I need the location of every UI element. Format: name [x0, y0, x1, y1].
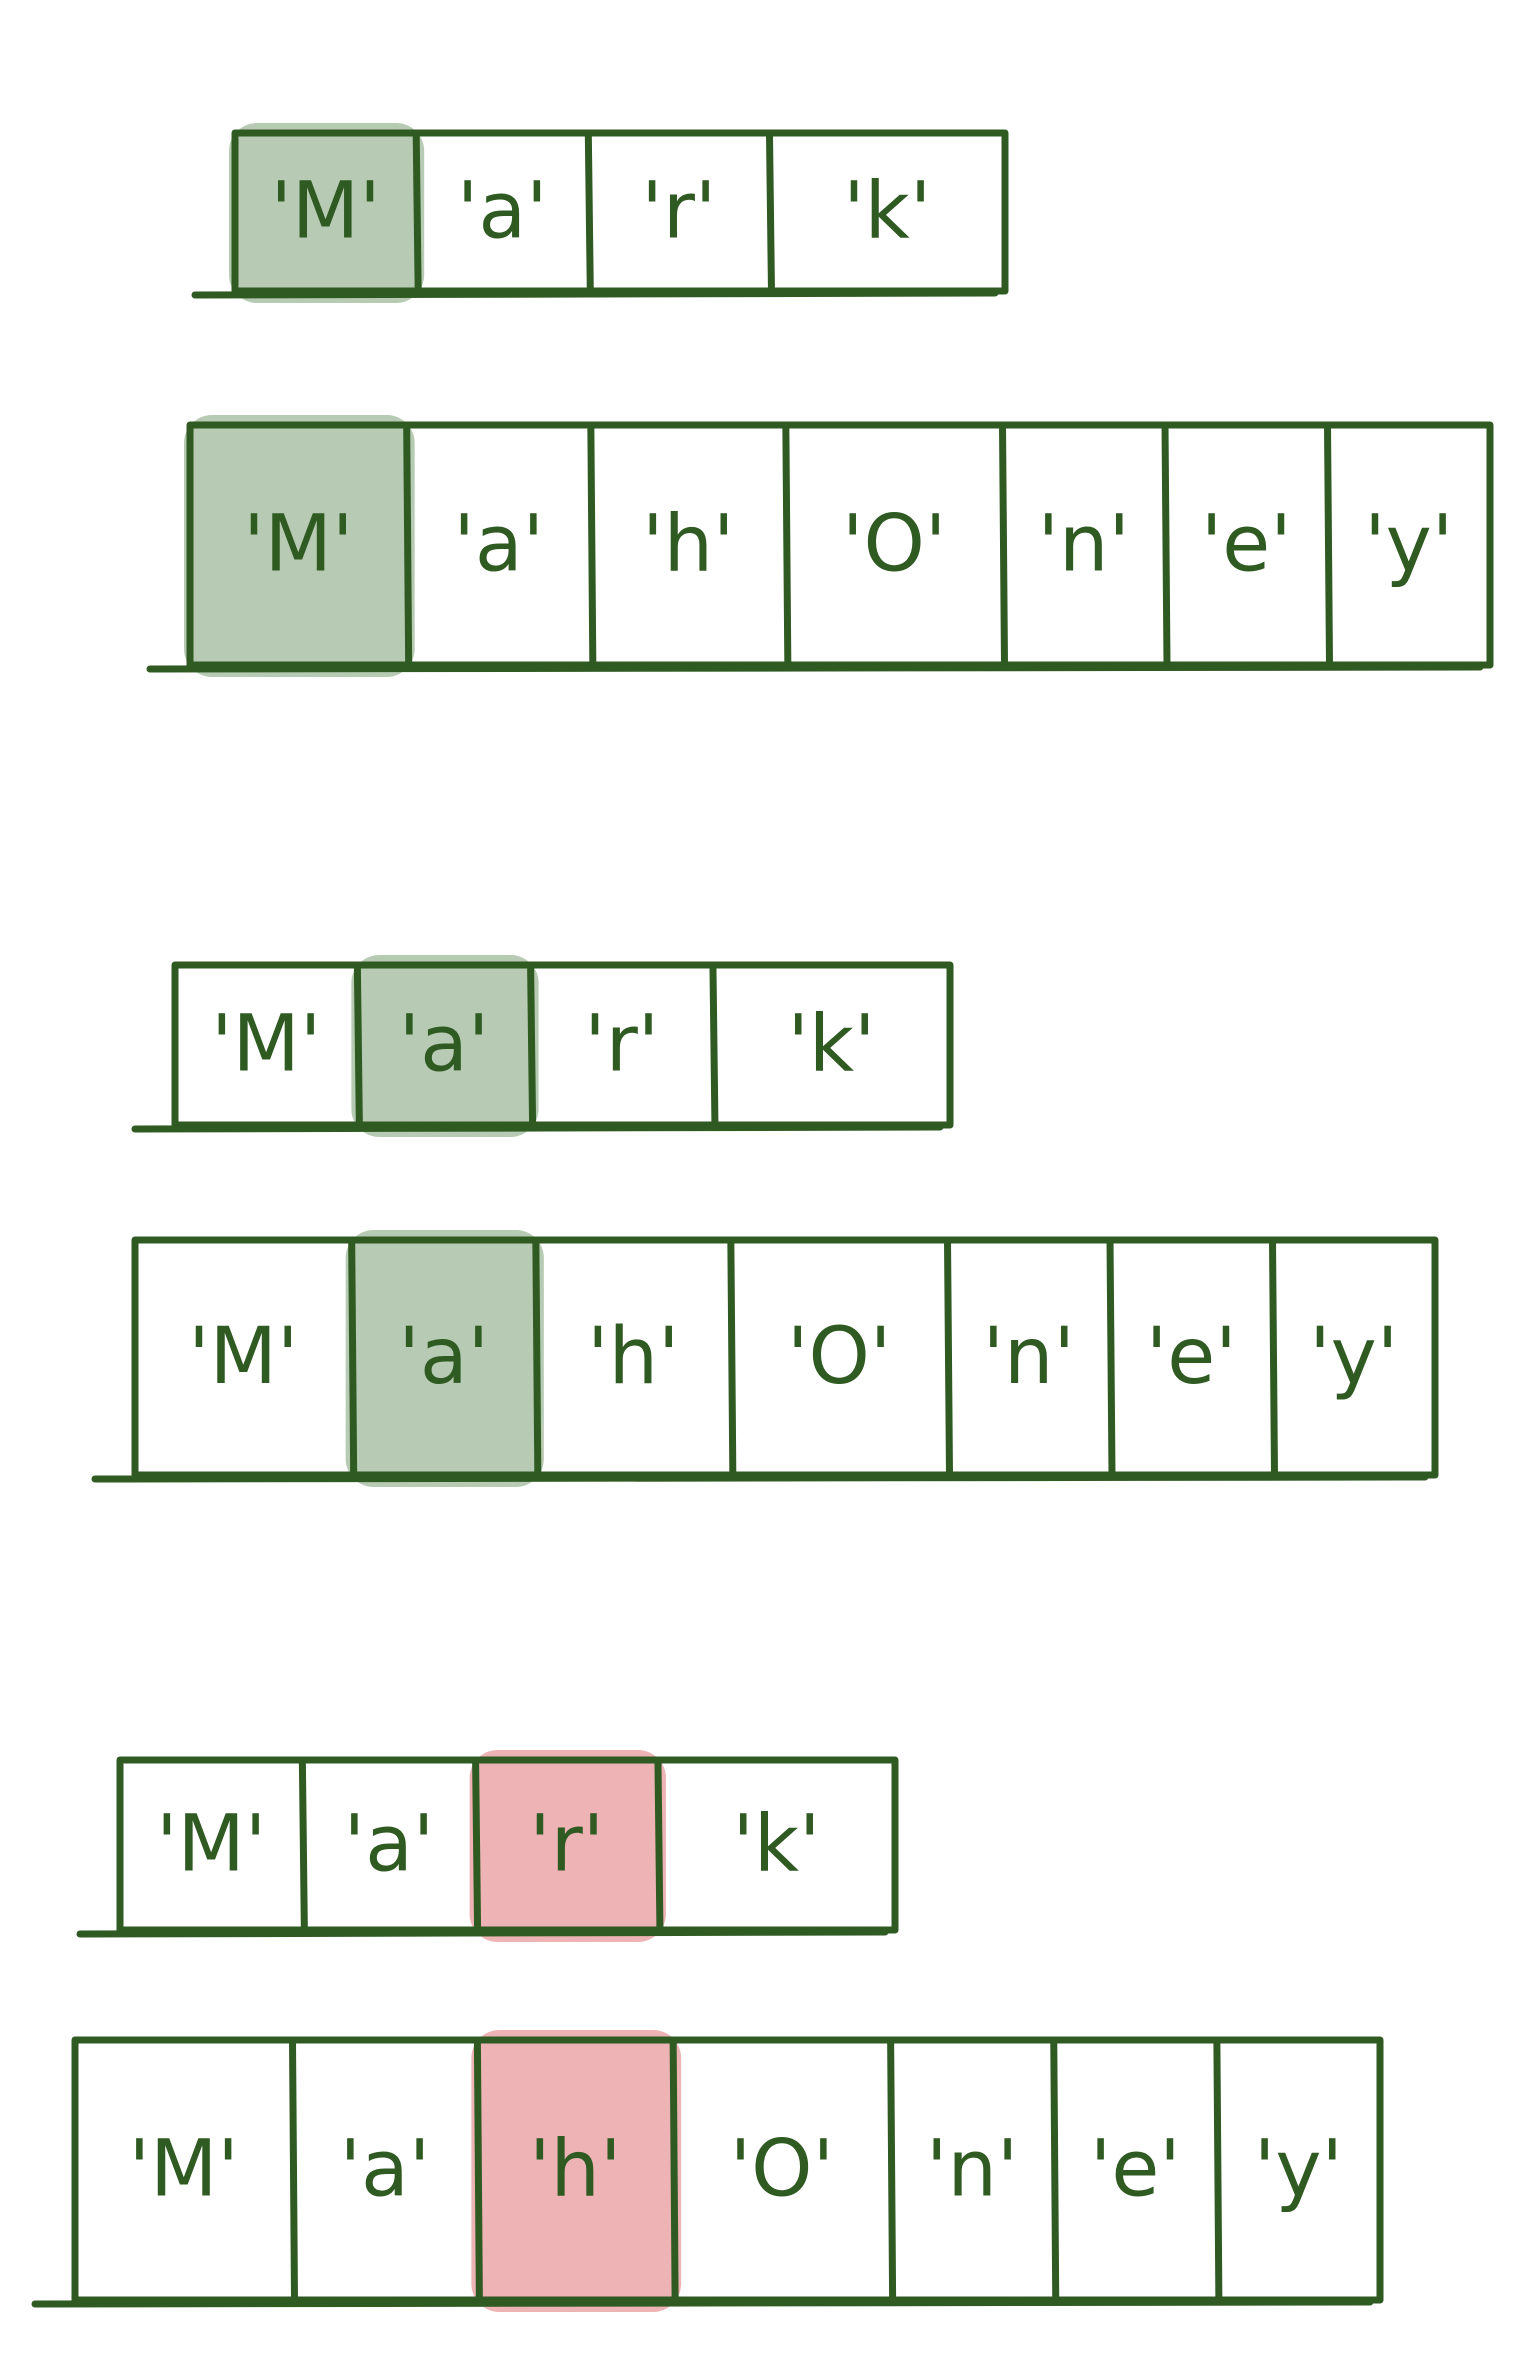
match-highlight: [229, 123, 425, 303]
cell-char: 'M': [243, 499, 353, 589]
mismatch-highlight: [469, 1750, 666, 1942]
char-array-mahoney: 'M' 'a' 'h' 'O' 'n' 'e' 'y': [31, 2030, 1384, 2312]
cell-char: 'M': [188, 1312, 298, 1402]
char-array-mark: 'M' 'a' 'r' 'k': [191, 123, 1009, 303]
cell-char: 'k': [843, 166, 931, 256]
cell-char: 'M': [156, 1799, 266, 1889]
cell-char: 'a': [457, 166, 548, 256]
array-baseline: [76, 1928, 889, 1938]
cell-divider: [1324, 421, 1333, 669]
cell-divider: [527, 961, 537, 1129]
cell-char: 'k': [732, 1799, 820, 1889]
cell-divider: [532, 1236, 542, 1479]
cell-char: 'h': [642, 499, 734, 589]
cell-divider: [727, 1236, 737, 1479]
cell-divider: [654, 1756, 664, 1934]
array-baseline: [91, 1473, 1429, 1483]
cell-divider: [887, 2036, 897, 2304]
cell-char: 'O': [787, 1312, 891, 1402]
cell-divider: [709, 961, 719, 1129]
cell-char: 'r': [529, 1799, 604, 1889]
cell-char: 'y': [1309, 1312, 1398, 1402]
cell-divider: [1213, 2036, 1223, 2304]
cell-char: 'y': [1364, 499, 1453, 589]
cell-char: 'a': [398, 1312, 489, 1402]
match-highlight: [345, 1230, 544, 1487]
cell-divider: [765, 129, 775, 295]
array-outline: [71, 2036, 1384, 2304]
comparison-step: 'M' 'a' 'r' 'k' 'M' 'a' 'h' 'O' 'n' 'e' 'y': [31, 1750, 1384, 2312]
arrays-group: 'M''a''r''k''M''a''h''O''n''e''y''M''a''…: [31, 123, 1494, 2312]
cell-divider: [944, 1236, 953, 1479]
cell-divider: [1161, 421, 1171, 669]
cell-char: 'n': [926, 2124, 1018, 2214]
cell-char: 'a': [344, 1799, 435, 1889]
char-array-mahoney: 'M' 'a' 'h' 'O' 'n' 'e' 'y': [91, 1230, 1439, 1487]
cell-char: 'e': [1146, 1312, 1237, 1402]
cell-char: 'y': [1254, 2124, 1343, 2214]
match-highlight: [351, 955, 539, 1137]
cell-divider: [289, 2036, 298, 2304]
cell-char: 'a': [340, 2124, 431, 2214]
cell-char: 'a': [453, 499, 544, 589]
array-outline: [131, 1236, 1439, 1479]
cell-divider: [584, 129, 594, 295]
cell-divider: [298, 1756, 308, 1934]
cell-char: 'M': [211, 999, 321, 1089]
cell-divider: [1269, 1236, 1278, 1479]
char-array-mahoney: 'M' 'a' 'h' 'O' 'n' 'e' 'y': [146, 415, 1494, 677]
mismatch-highlight: [471, 2030, 682, 2312]
cell-char: 'e': [1201, 499, 1292, 589]
cell-divider: [412, 129, 422, 295]
cell-char: 'O': [842, 499, 946, 589]
match-highlight: [184, 415, 415, 677]
cell-char: 'h': [587, 1312, 679, 1402]
cell-divider: [353, 961, 363, 1129]
array-baseline: [191, 289, 999, 299]
cell-divider: [1050, 2036, 1060, 2304]
cell-divider: [348, 1236, 358, 1479]
cell-divider: [403, 421, 413, 669]
cell-divider: [782, 421, 792, 669]
cell-divider: [1106, 1236, 1116, 1479]
cell-char: 'n': [1038, 499, 1130, 589]
array-baseline: [146, 663, 1484, 673]
cell-char: 'h': [529, 2124, 621, 2214]
cell-char: 'O': [730, 2124, 834, 2214]
array-baseline: [131, 1123, 944, 1133]
array-baseline: [31, 2298, 1374, 2308]
cell-divider: [669, 2036, 679, 2304]
cell-char: 'e': [1090, 2124, 1181, 2214]
cell-char: 'n': [983, 1312, 1075, 1402]
cell-char: 'M': [129, 2124, 239, 2214]
cell-char: 'r': [641, 166, 716, 256]
cell-char: 'M': [270, 166, 380, 256]
cell-divider: [587, 421, 597, 669]
char-array-mark: 'M' 'a' 'r' 'k': [76, 1750, 899, 1942]
cell-char: 'a': [399, 999, 490, 1089]
cell-divider: [999, 421, 1008, 669]
cell-char: 'r': [584, 999, 659, 1089]
comparison-step: 'M' 'a' 'r' 'k' 'M' 'a' 'h' 'O' 'n' 'e' 'y': [91, 955, 1439, 1487]
cell-divider: [473, 2036, 483, 2304]
cell-divider: [472, 1756, 482, 1934]
comparison-step: 'M' 'a' 'r' 'k' 'M' 'a' 'h' 'O' 'n' 'e' 'y': [146, 123, 1494, 677]
cell-char: 'k': [787, 999, 875, 1089]
char-array-mark: 'M' 'a' 'r' 'k': [131, 955, 954, 1137]
